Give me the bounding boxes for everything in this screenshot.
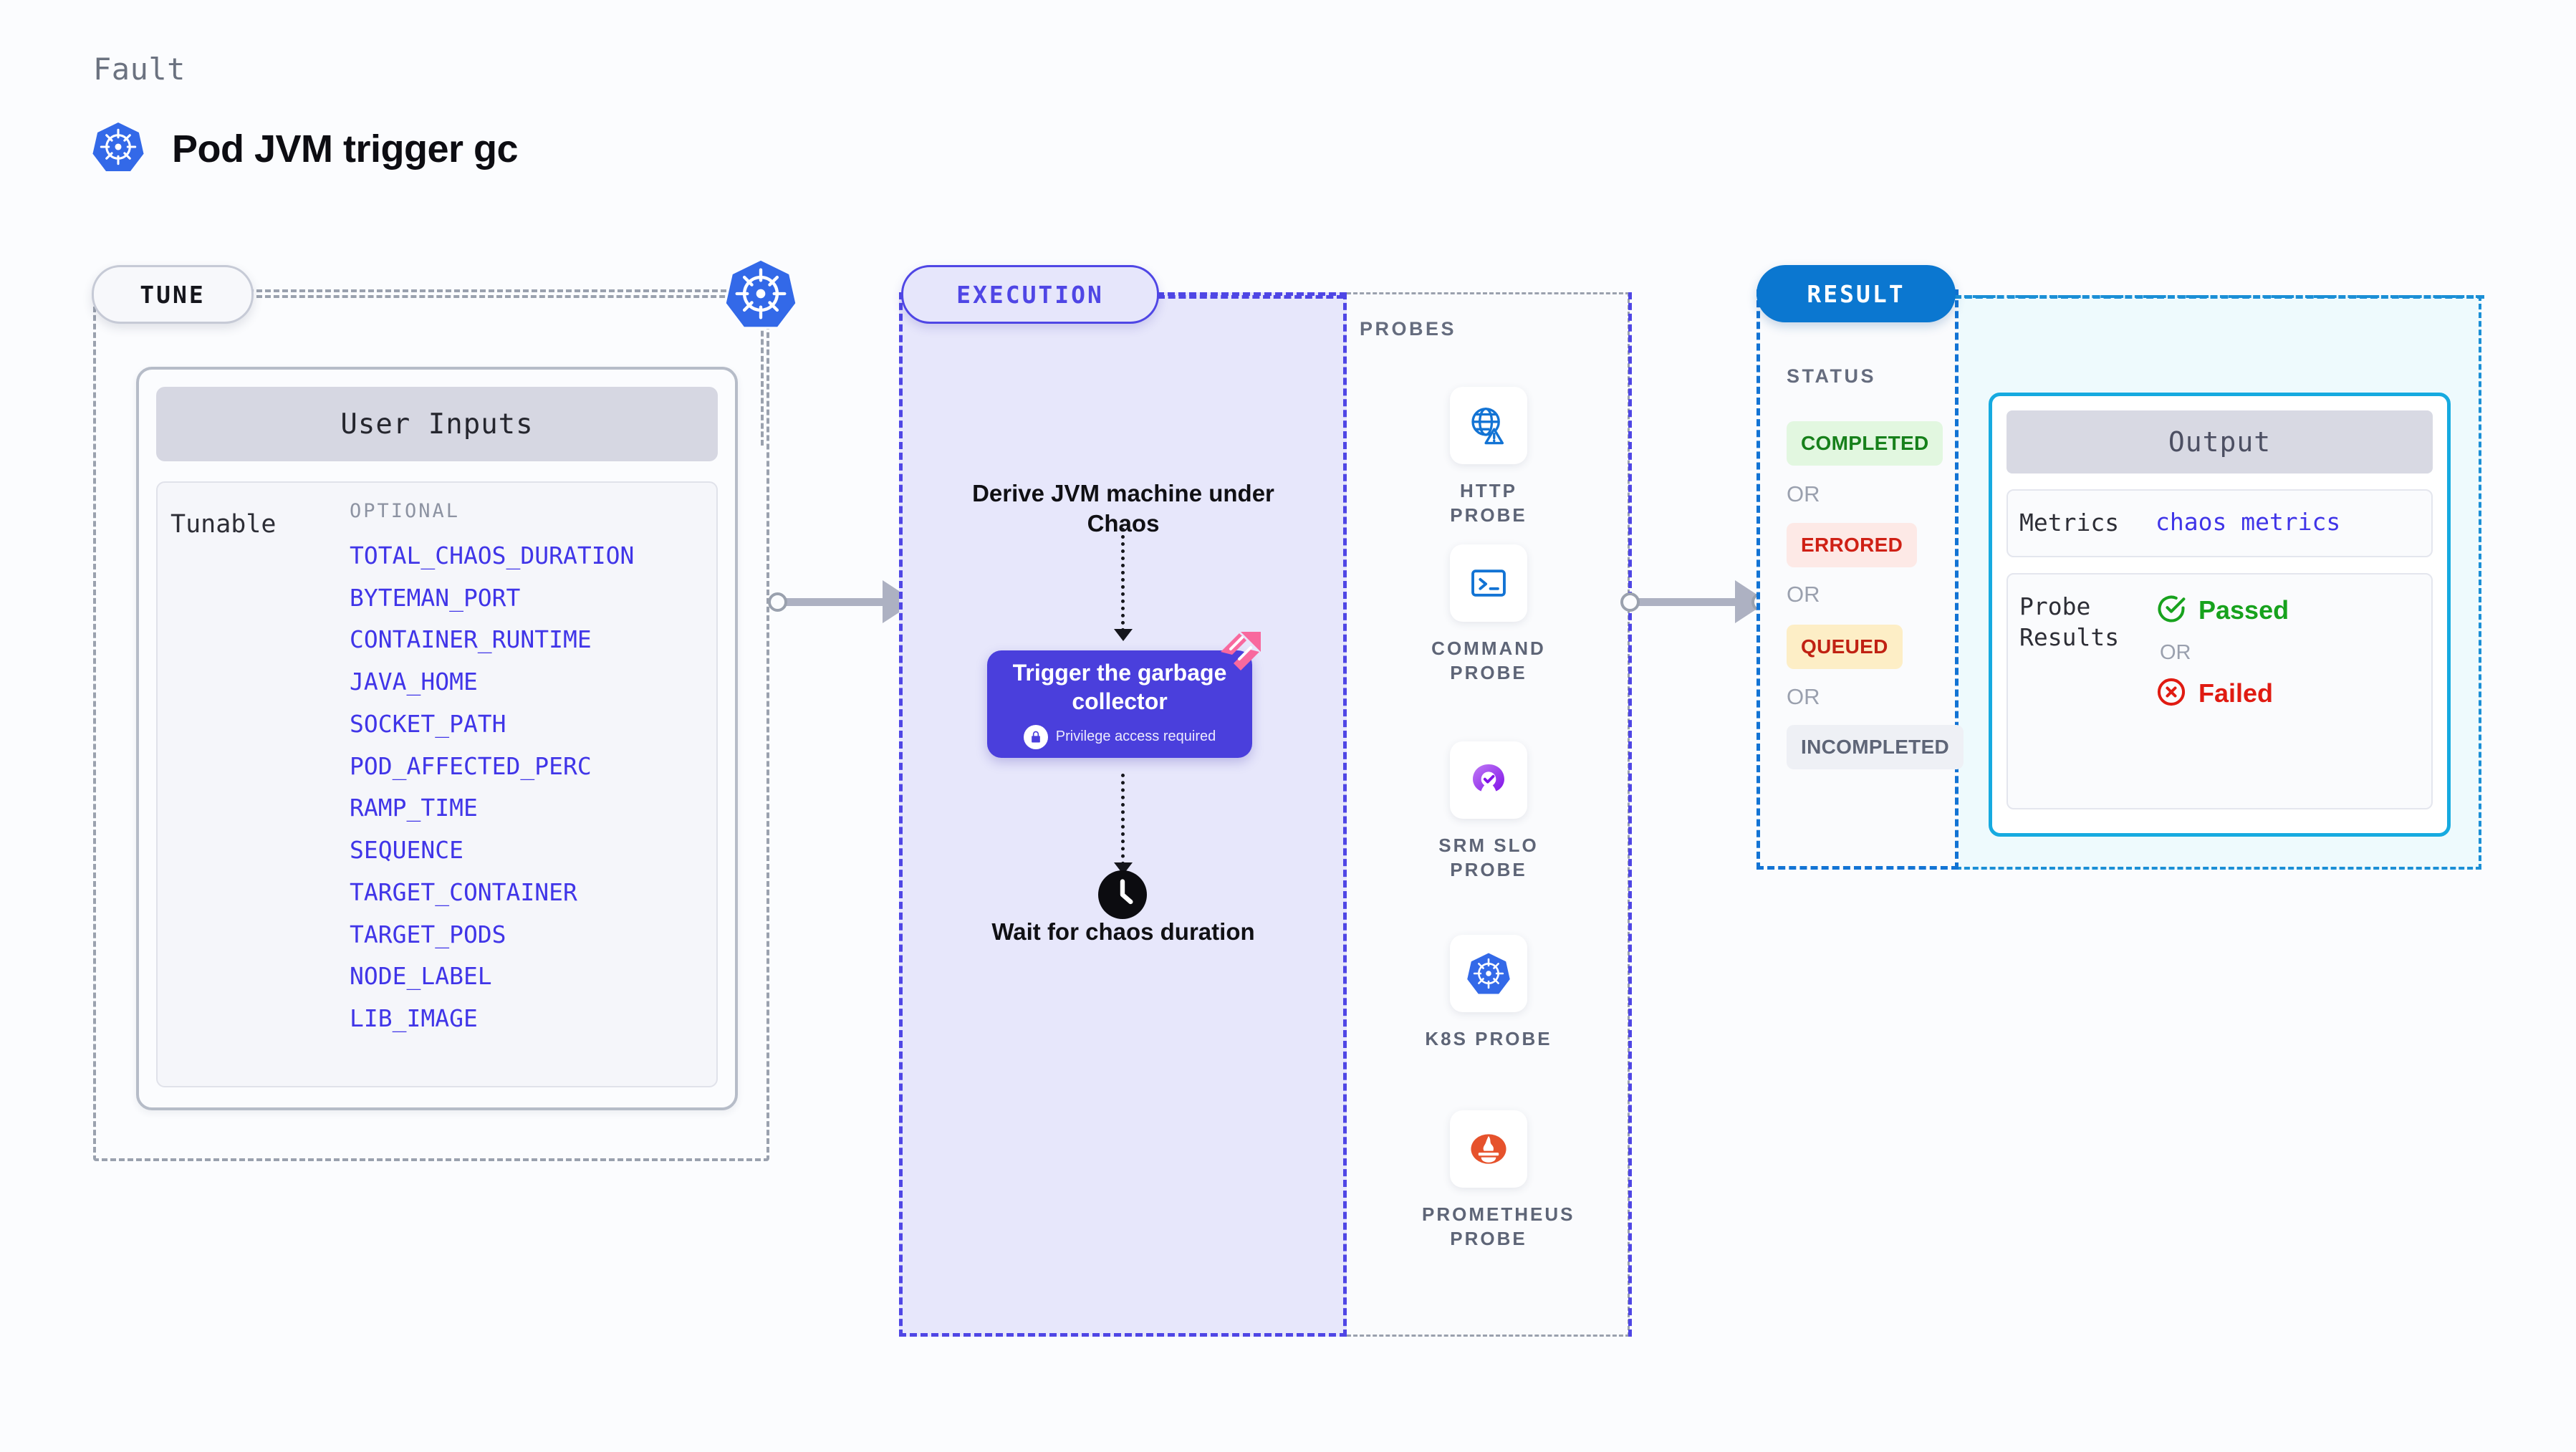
check-circle-icon xyxy=(2156,593,2187,628)
kubernetes-icon xyxy=(1450,935,1527,1012)
page-title: Pod JVM trigger gc xyxy=(172,127,519,170)
probe-label: K8S PROBE xyxy=(1425,1028,1552,1049)
probe-label: PROMETHEUS PROBE xyxy=(1422,1203,1575,1250)
tunable-item[interactable]: TOTAL_CHAOS_DURATION xyxy=(350,542,635,569)
terminal-icon xyxy=(1450,544,1527,622)
tunable-item[interactable]: BYTEMAN_PORT xyxy=(350,583,521,612)
execution-top-dashline xyxy=(1158,295,1344,299)
execution-step-1: Derive JVM machine under Chaos xyxy=(972,480,1274,537)
probe-label: SRM SLO PROBE xyxy=(1438,835,1539,881)
metrics-value[interactable]: chaos metrics xyxy=(2156,508,2341,536)
status-or-label: OR xyxy=(1787,684,1820,709)
tunable-item[interactable]: POD_AFFECTED_PERC xyxy=(350,751,592,780)
output-metrics-row: Metrics chaos metrics xyxy=(2007,489,2433,557)
probe-item-http[interactable]: HTTP PROBE xyxy=(1422,387,1555,528)
status-badge-queued: QUEUED xyxy=(1787,625,1903,669)
srm-slo-check-icon xyxy=(1450,741,1527,819)
probe-results-key: Probe Results xyxy=(2019,592,2120,651)
tunable-item[interactable]: TARGET_PODS xyxy=(350,920,506,948)
status-badge-errored: ERRORED xyxy=(1787,523,1918,567)
tunable-item[interactable]: LIB_IMAGE xyxy=(350,1004,478,1033)
probe-result-failed: Failed xyxy=(2156,676,2289,711)
tunables-body: Tunable OPTIONAL TOTAL_CHAOS_DURATION BY… xyxy=(156,481,718,1087)
output-title: Output xyxy=(2007,410,2433,473)
chaos-fault-ribbon-icon xyxy=(1218,630,1262,675)
result-pill[interactable]: RESULT xyxy=(1756,265,1956,322)
result-top-dashline xyxy=(1954,295,2484,299)
tune-pill[interactable]: TUNE xyxy=(92,265,254,324)
status-badge-completed: COMPLETED xyxy=(1787,421,1943,466)
execution-pill[interactable]: EXECUTION xyxy=(901,265,1159,324)
tune-top-dashline xyxy=(256,295,751,298)
probe-item-srm-slo[interactable]: SRM SLO PROBE xyxy=(1422,741,1555,883)
result-status-panel xyxy=(1756,289,1959,870)
execution-step-2: Wait for chaos duration xyxy=(991,918,1255,945)
clock-icon xyxy=(1098,870,1147,919)
status-section-label: STATUS xyxy=(1787,365,1876,387)
probe-results-or-label: OR xyxy=(2160,640,2191,664)
tunable-item[interactable]: CONTAINER_RUNTIME xyxy=(350,625,592,654)
garbage-collector-card[interactable]: Trigger the garbage collector Privilege … xyxy=(987,650,1252,758)
globe-warning-icon xyxy=(1450,387,1527,464)
probe-label: HTTP PROBE xyxy=(1450,480,1527,527)
status-or-label: OR xyxy=(1787,582,1820,607)
output-probe-results-row: Probe Results Passed OR xyxy=(2007,572,2433,809)
privilege-badge-label: Privilege access required xyxy=(1055,729,1216,745)
probe-item-prometheus[interactable]: PROMETHEUS PROBE xyxy=(1422,1110,1575,1251)
probe-label: COMMAND PROBE xyxy=(1431,638,1546,684)
kubernetes-icon xyxy=(724,256,798,335)
status-or-label: OR xyxy=(1787,481,1820,506)
page-kicker: Fault xyxy=(93,52,186,87)
x-circle-icon xyxy=(2156,676,2187,711)
tunable-item[interactable]: JAVA_HOME xyxy=(350,668,478,696)
optional-label: OPTIONAL xyxy=(350,500,461,522)
prometheus-icon xyxy=(1450,1110,1527,1188)
arrow-down-icon xyxy=(1114,629,1133,641)
tunable-item[interactable]: NODE_LABEL xyxy=(350,962,492,991)
tunable-item[interactable]: SEQUENCE xyxy=(350,836,463,865)
probe-result-passed: Passed xyxy=(2156,593,2289,628)
output-card: Output Metrics chaos metrics Probe Resul… xyxy=(1989,393,2451,837)
tune-k8s-dashline xyxy=(761,322,764,446)
execution-connector-2 xyxy=(1121,774,1125,865)
tune-to-execution-connector xyxy=(768,580,918,623)
kubernetes-icon xyxy=(92,120,145,177)
tunable-label: Tunable xyxy=(170,510,277,539)
metrics-key: Metrics xyxy=(2019,509,2120,537)
status-badge-incompleted: INCOMPLETED xyxy=(1787,725,1964,769)
failed-label: Failed xyxy=(2198,678,2274,708)
execution-connector-1 xyxy=(1121,528,1125,632)
execution-to-result-connector xyxy=(1620,580,1772,623)
probes-section-label: PROBES xyxy=(1360,318,1457,340)
tunable-item[interactable]: TARGET_CONTAINER xyxy=(350,878,577,906)
passed-label: Passed xyxy=(2198,595,2289,625)
probes-right-border xyxy=(1628,292,1632,1337)
probe-results-values: Passed OR Failed xyxy=(2156,592,2289,711)
privilege-badge: Privilege access required xyxy=(1023,724,1216,749)
page-header: Pod JVM trigger gc xyxy=(92,120,519,177)
tunable-item[interactable]: RAMP_TIME xyxy=(350,794,478,822)
tunable-item[interactable]: SOCKET_PATH xyxy=(350,709,506,738)
probe-item-command[interactable]: COMMAND PROBE xyxy=(1422,544,1555,686)
user-inputs-title: User Inputs xyxy=(156,387,718,461)
user-inputs-card: User Inputs Tunable OPTIONAL TOTAL_CHAOS… xyxy=(136,367,738,1110)
lock-icon xyxy=(1023,724,1048,749)
garbage-collector-title: Trigger the garbage collector xyxy=(1012,660,1227,714)
tunables-list: OPTIONAL TOTAL_CHAOS_DURATION BYTEMAN_PO… xyxy=(350,500,709,1086)
probe-item-k8s[interactable]: K8S PROBE xyxy=(1422,935,1555,1051)
